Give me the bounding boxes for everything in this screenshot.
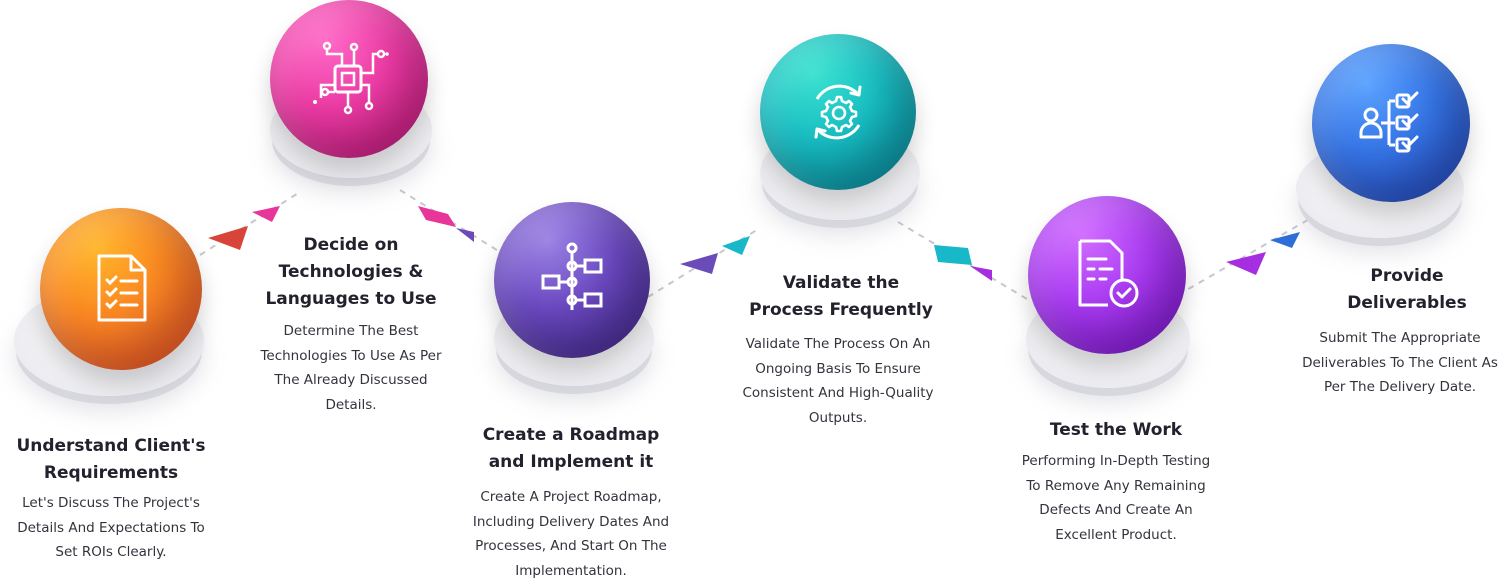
step-2-title-line-3: Languages to Use (265, 289, 437, 309)
step-1-desc-line-2: Details And Expectations To (17, 519, 205, 536)
step-4-desc-line-3: Consistent And High-Quality (742, 385, 934, 401)
step-5-title-line-1: Test the Work (1049, 420, 1183, 440)
step-2-orb (270, 0, 428, 158)
step-5-title: Test the Work (1005, 417, 1227, 444)
step-2-title: Decide on Technologies & Languages to Us… (240, 232, 462, 313)
step-2-description: Determine The Best Technologies To Use A… (238, 319, 464, 417)
arrow-marker-7 (934, 245, 972, 265)
connector-1-2 (199, 191, 301, 256)
step-5-desc-line-2: To Remove Any Remaining (1026, 477, 1206, 494)
step-6-title-line-1: Provide (1370, 266, 1444, 286)
step-5-orb (1028, 196, 1186, 354)
step-3-title: Create a Roadmap and Implement it (460, 422, 682, 476)
arrow-marker-4 (456, 228, 474, 242)
step-3-desc-line-4: Implementation. (515, 562, 627, 579)
step-4-title: Validate the Process Frequently (730, 270, 952, 324)
arrow-marker-1 (208, 226, 248, 250)
arrow-marker-9 (1226, 252, 1266, 275)
step-3-desc-line-2: Including Delivery Dates And (472, 513, 670, 530)
step-2-desc-line-2: Technologies To Use As Per (260, 347, 442, 364)
document-check-icon (1078, 239, 1139, 308)
arrow-marker-10 (1270, 232, 1300, 248)
step-4-desc-line-1: Validate The Process On An (745, 336, 931, 352)
step-2-title-line-1: Decide on (303, 235, 399, 255)
step-5-description: Performing In-Depth Testing To Remove An… (998, 449, 1234, 547)
step-4-orb (760, 34, 916, 190)
step-1-title-line-2: Requirements (43, 463, 179, 483)
connector-4-5 (897, 221, 1033, 303)
step-2-desc-line-4: Details. (325, 396, 377, 413)
arrow-marker-2 (252, 206, 280, 222)
step-2-title-line-2: Technologies & (278, 262, 424, 282)
step-4-description: Validate The Process On An Ongoing Basis… (722, 332, 954, 430)
arrow-marker-8 (970, 266, 992, 281)
step-4-title-line-2: Process Frequently (749, 300, 933, 320)
step-5-desc-line-1: Performing In-Depth Testing (1021, 453, 1211, 469)
arrow-marker-6 (722, 236, 750, 255)
step-5-desc-line-3: Defects And Create An (1039, 502, 1193, 518)
step-3-desc-line-1: Create A Project Roadmap, (480, 489, 662, 505)
step-3-title-line-2: and Implement it (488, 452, 654, 472)
step-5-desc-line-4: Excellent Product. (1055, 526, 1177, 543)
step-1-desc-line-3: Set ROIs Clearly. (55, 544, 167, 560)
step-3-title-line-1: Create a Roadmap (482, 425, 660, 445)
step-2-desc-line-1: Determine The Best (283, 323, 419, 339)
connector-2-3 (399, 189, 501, 253)
step-6-description: Submit The Appropriate Deliverables To T… (1293, 326, 1507, 400)
step-6-desc-line-3: Per The Delivery Date. (1323, 379, 1477, 395)
step-1-title-line-1: Understand Client's (16, 436, 206, 456)
roadmap-flow-icon (541, 242, 603, 310)
step-1-title: Understand Client's Requirements (0, 433, 222, 487)
step-6-desc-line-1: Submit The Appropriate (1319, 330, 1481, 346)
step-2-desc-line-3: The Already Discussed (274, 372, 428, 388)
step-3-orb (494, 202, 650, 358)
step-3-desc-line-3: Processes, And Start On The (475, 538, 667, 554)
step-4-desc-line-2: Ongoing Basis To Ensure (755, 360, 921, 377)
step-4-desc-line-4: Outputs. (808, 409, 868, 426)
step-4-title-line-1: Validate the (782, 273, 900, 293)
step-6-title-line-2: Deliverables (1347, 293, 1467, 313)
arrow-marker-5 (680, 253, 718, 274)
user-tasks-icon (1359, 91, 1419, 153)
gear-refresh-icon (814, 84, 862, 140)
step-6-desc-line-2: Deliverables To The Client As (1302, 354, 1498, 371)
step-1-desc-line-1: Let's Discuss The Project's (22, 495, 200, 511)
checklist-document-icon (97, 254, 147, 322)
step-6-orb (1312, 44, 1470, 202)
chip-circuit-icon (313, 41, 389, 115)
step-1-description: Let's Discuss The Project's Details And … (0, 491, 222, 565)
step-6-title: Provide Deliverables (1296, 263, 1507, 317)
step-1-orb (40, 208, 202, 370)
step-3-description: Create A Project Roadmap, Including Deli… (455, 485, 687, 583)
arrow-marker-3 (418, 206, 456, 227)
connector-5-6 (1177, 213, 1319, 296)
